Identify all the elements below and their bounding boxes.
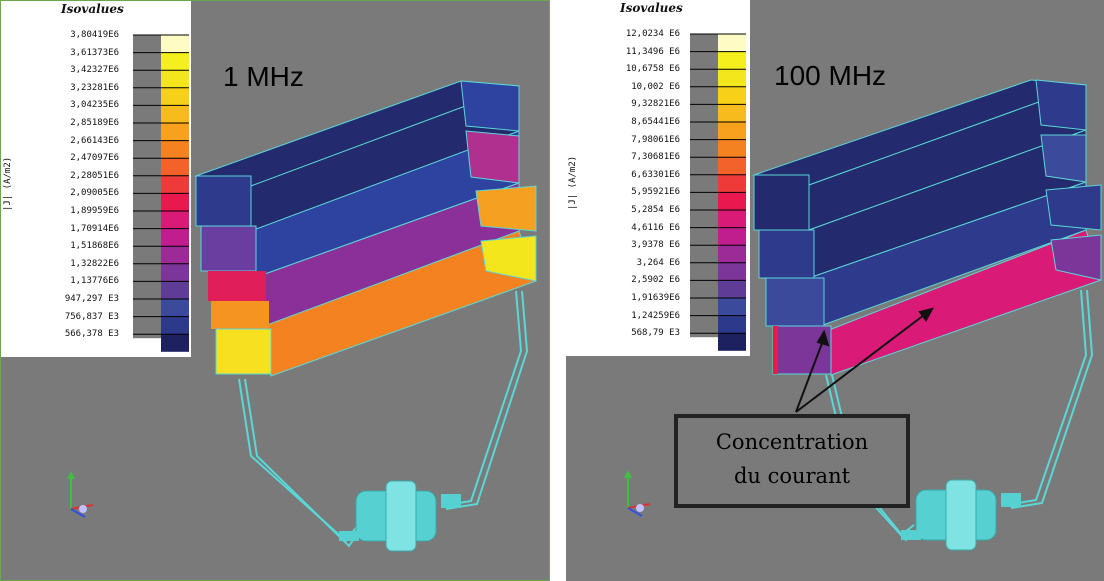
legend-color-swatch [718,298,746,316]
box-front-column [195,175,272,375]
component-cylinder [339,480,461,552]
legend-value: 11,3496 E6 [625,46,680,57]
legend-color-swatch [718,227,746,246]
component-cylinder [901,479,1021,551]
legend-value: 3,23281E6 [70,82,119,93]
frequency-label: 100 MHz [774,60,887,91]
legend-value: 4,6116 E6 [631,222,680,233]
annotation-line-2: du courant [733,464,851,488]
legend-color-swatch [718,280,746,298]
axis-gizmo-icon [67,471,94,518]
annotation-line-1: Concentration [715,430,869,454]
legend-color-swatch [161,158,189,176]
legend-value: 947,297 E3 [64,294,119,304]
legend-color-swatch [161,334,189,352]
legend-value: 1,70914E6 [70,223,119,234]
legend-value: 5,2854 E6 [631,205,680,215]
legend-color-swatch [161,193,189,211]
legend-value: 3,42327E6 [70,65,119,76]
legend-value: 1,91639E6 [631,293,680,303]
legend-color-swatch [718,210,746,228]
legend-color-scale [690,33,746,351]
legend-value: 3,9378 E6 [631,240,680,251]
legend-color-swatch [161,123,189,141]
legend-value: 3,264 E6 [636,257,680,268]
legend-value: 7,30681E6 [631,152,680,163]
legend-value: 7,98061E6 [631,134,680,145]
legend-title: Isovalues [61,2,124,16]
legend-value: 2,09005E6 [70,188,119,199]
legend-color-swatch [161,105,189,123]
legend-value: 9,32821E6 [631,99,680,110]
model-3d-1mhz [194,80,537,552]
legend-title: Isovalues [620,1,683,15]
legend-color-swatch [161,87,189,106]
legend-value: 1,13776E6 [70,276,119,287]
legend-value: 3,61373E6 [70,47,119,58]
box-structure [194,80,537,377]
legend-color-swatch [718,139,746,158]
legend-color-swatch [161,281,189,299]
legend-color-swatch [161,175,189,194]
legend-value: 756,837 E3 [64,311,119,322]
legend-value: 8,65441E6 [631,117,680,127]
legend-value: 2,66143E6 [70,135,119,146]
legend-color-swatch [161,263,189,282]
legend-color-swatch [161,246,189,264]
legend-color-swatch [161,316,189,335]
legend-value: 10,6758 E6 [625,64,680,75]
axis-gizmo-icon [624,470,651,517]
legend-color-swatch [161,70,189,88]
legend-value: 1,51868E6 [70,241,119,252]
legend-color-scale [133,34,189,352]
legend-value: 5,95921E6 [631,187,680,198]
legend-color-swatch [161,299,189,317]
legend-value: 1,24259E6 [631,310,680,321]
legend-color-swatch [161,35,189,53]
legend-color-swatch [718,333,746,351]
legend-color-swatch [718,69,746,87]
legend-value: 12,0234 E6 [625,29,680,39]
legend-color-swatch [161,140,189,159]
legend-color-swatch [718,51,746,70]
legend-color-swatch [161,228,189,247]
legend-color-swatch [718,157,746,175]
legend-color-swatch [718,86,746,105]
legend-color-swatch [718,245,746,263]
legend-value: 2,47097E6 [70,153,119,164]
frequency-label: 1 MHz [223,61,304,92]
legend-value: 566,378 E3 [64,329,119,340]
annotation-arrows [795,307,934,413]
box-front-column [753,174,832,375]
model-3d-100mhz [752,79,1102,551]
legend-value: 6,63301E6 [631,169,680,180]
legend-color-swatch [161,52,189,71]
legend-value: 3,80419E6 [70,30,119,40]
legend-value: 3,04235E6 [70,100,119,111]
legend-color-swatch [718,174,746,193]
legend-color-swatch [718,104,746,122]
legend-value: 568,79 E3 [631,328,680,339]
box-structure [752,79,1102,376]
legend-color-swatch [718,262,746,281]
legend-value: 10,002 E6 [631,81,680,92]
legend-value: 1,32822E6 [70,258,119,269]
panel-separator [550,0,566,581]
legend-color-swatch [718,34,746,52]
legend-color-swatch [161,211,189,229]
legend-value: 2,5902 E6 [631,275,680,286]
legend-color-swatch [718,192,746,210]
legend-value: 1,89959E6 [70,206,119,216]
legend-value: 2,28051E6 [70,170,119,181]
legend-color-swatch [718,315,746,334]
annotation-box: Concentration du courant [674,414,910,508]
legend-value: 2,85189E6 [70,118,119,128]
legend-color-swatch [718,122,746,140]
